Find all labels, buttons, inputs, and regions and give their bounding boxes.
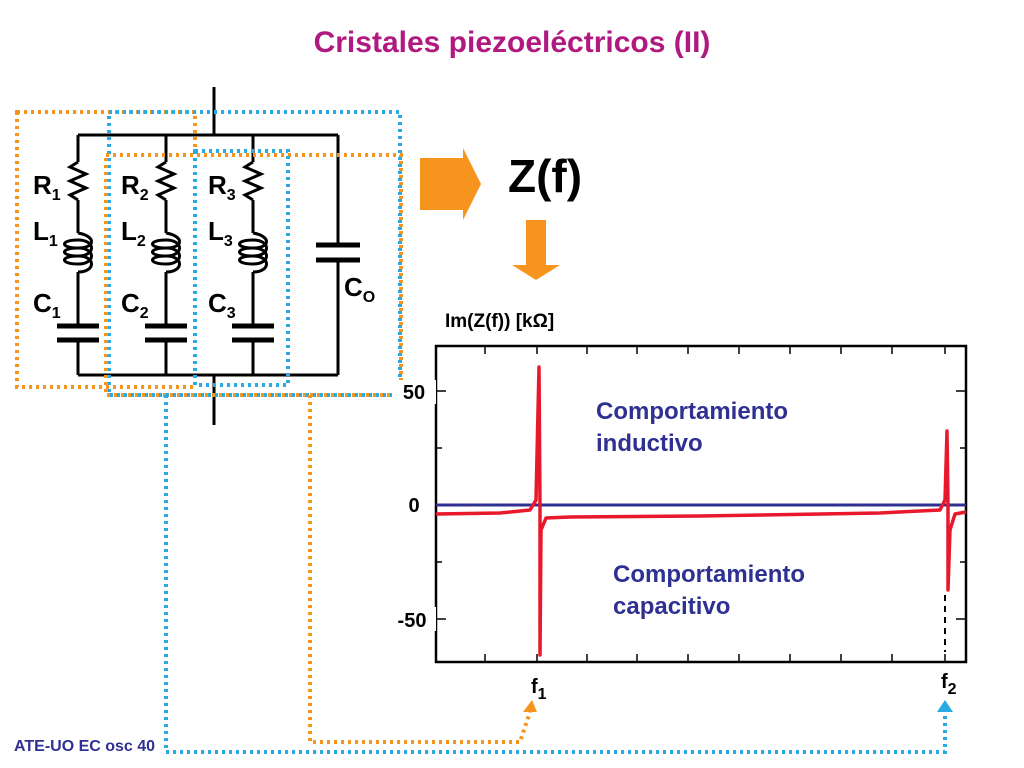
orange-box-middle [104,153,403,397]
crystal-equivalent-circuit [57,87,360,425]
branch-2 [145,135,187,375]
cyan-arrowhead-f2 [937,700,953,712]
l2-label: L2 [121,216,146,250]
orange-arrowhead-f1 [523,700,537,712]
down-arrow-icon [512,220,560,280]
l1-label: L1 [33,216,58,250]
c3-label: C3 [208,288,236,322]
branch-1 [57,135,99,375]
impedance-label: Z(f) [508,150,582,202]
dotted-connectors [164,395,947,754]
c1-label: C1 [33,288,61,322]
ytick-0: 0 [408,495,419,517]
impedance-curve [435,365,967,657]
co-label: CO [344,272,375,306]
ytick-50: 50 [403,382,425,404]
cyan-connector-to-f2 [164,395,947,754]
right-arrow-icon [420,148,481,220]
xtick-f2: f2 [941,671,957,698]
branch-co [316,135,360,375]
cyan-box-right [193,149,290,387]
dotted-highlight-boxes [15,110,403,397]
impedance-chart: Im(Z(f)) [kΩ] 50 0 -50 [390,311,968,703]
plot-ticks [436,346,966,662]
r2-label: R2 [121,170,149,204]
component-labels: R1 L1 C1 R2 L2 C2 R3 L3 C3 CO [33,170,375,322]
xtick-f1: f1 [531,676,547,703]
r1-label: R1 [33,170,61,204]
branch-3 [232,135,274,375]
l3-label: L3 [208,216,233,250]
r3-label: R3 [208,170,236,204]
c2-label: C2 [121,288,149,322]
ytick-minus-50: -50 [398,610,427,632]
slide-title: Cristales piezoeléctricos (II) [314,26,711,59]
footer-reference: ATE-UO EC osc 40 [14,738,155,755]
chart-ylabel: Im(Z(f)) [kΩ] [445,311,554,332]
